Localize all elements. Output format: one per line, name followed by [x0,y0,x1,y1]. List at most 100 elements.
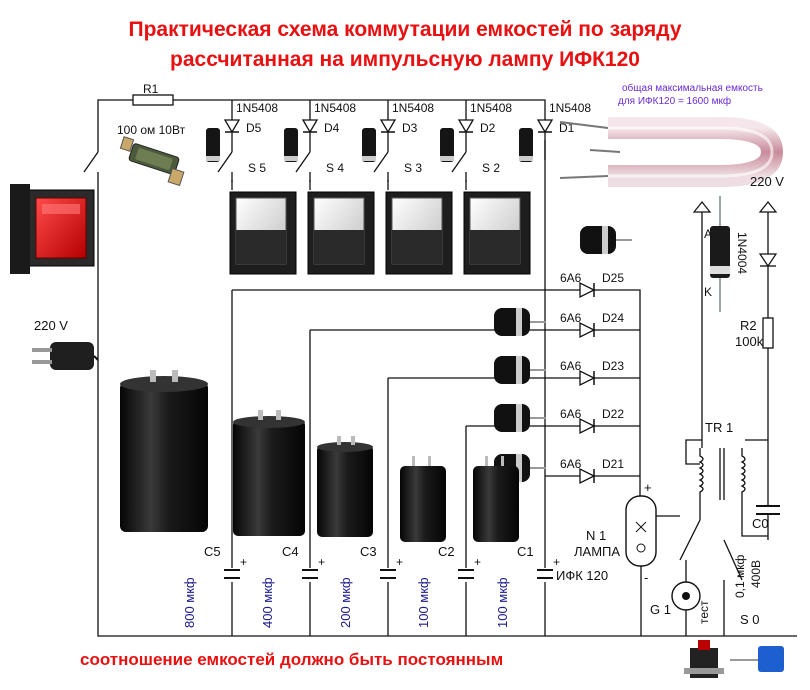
capacitor-value: 800 мкф [182,577,197,628]
charge-diode-band [284,156,298,161]
discharge-diode-3: 6A6 D23 [494,356,624,387]
switch-rocker-lower [392,230,442,264]
resistor-r2-value: 100k [735,334,764,349]
capacitor-name: C5 [204,544,221,559]
charge-diode-name: D3 [402,121,418,135]
title-line1: Практическая схема коммутации емкостей п… [129,18,682,41]
discharge-diode-symbol [579,369,596,387]
discharge-diode-symbol [579,281,596,299]
switch-contact [373,151,389,173]
charge-diode-band [440,156,454,161]
capacitor-value: 200 мкф [338,577,353,628]
g1-symbol [671,560,701,636]
c0-name: C0 [752,516,769,531]
pin-k-label: K [704,285,712,299]
switch-label: S 2 [482,161,500,175]
resistor-r1-photo [119,136,185,187]
discharge-diode-band [602,226,608,254]
charge-diode-symbol [536,119,554,134]
lamp-name: N 1 [586,528,606,543]
resistor-r1-value: 100 ом 10Вт [117,123,186,137]
charge-diode-band [206,156,220,161]
discharge-diode-photo [494,308,530,336]
discharge-diode-photo [580,226,616,254]
capacitor-plus: + [553,555,560,569]
g1-label: G 1 [650,602,671,617]
capacitor-value: 100 мкф [416,577,431,628]
capacitor-plus: + [318,555,325,569]
charge-diode-name: D5 [246,121,262,135]
right-wiring [679,201,780,636]
s0-label: S 0 [740,612,760,627]
charge-diode-photo [519,128,533,162]
resistor-r2-name: R2 [740,318,757,333]
discharge-diode-name: D23 [602,359,624,373]
switch-label: S 3 [404,161,422,175]
charge-diode-symbol [379,119,397,134]
bus-wires [231,140,641,636]
lamp-type: ИФК 120 [556,568,608,583]
switch-rocker-lower [236,230,286,264]
discharge-diode-photo [494,404,530,432]
discharge-diode-type: 6A6 [560,311,582,325]
switch-rocker-lower [470,230,520,264]
charge-diode-band [519,156,533,161]
charge-diode-name: D2 [480,121,496,135]
discharge-diode-band [516,454,522,482]
switch-contact [451,151,467,173]
discharge-diode-band [516,404,522,432]
mains-voltage-right: 220 V [750,174,784,189]
charge-diode-type: 1N5408 [314,101,356,115]
capacitor-photos [120,370,519,542]
pin-a-label: A [704,227,712,241]
diode-1n4004-photo [710,196,730,312]
capacitor-name: C4 [282,544,299,559]
switch-label: S 5 [248,161,266,175]
top-rail-wire [97,99,546,152]
discharge-diode-photo [494,356,530,384]
discharge-diode-band [516,356,522,384]
discharge-diode-name: D24 [602,311,624,325]
switch-contact [295,151,311,173]
switch-label: S 4 [326,161,344,175]
mains-plug-photo [32,342,99,370]
discharge-diode-type: 6A6 [560,359,582,373]
capacitor-plus: + [474,555,481,569]
charge-diode-photo [440,128,454,162]
film-capacitor-photo [730,646,784,672]
flash-tube-photo [559,117,784,187]
capacitor-name: C3 [360,544,377,559]
c0-voltage: 400В [749,560,763,588]
capacitor-name: C1 [517,544,534,559]
discharge-diode-symbol [579,321,596,339]
discharge-diode-name: D22 [602,407,624,421]
left-mains-wire [83,151,797,637]
charge-diode-photo [362,128,376,162]
charge-diode-symbol [301,119,319,134]
lamp-label: ЛАМПА [574,544,620,559]
discharge-diode-2: 6A6 D24 [494,308,624,339]
mains-voltage-left: 220 V [34,318,68,333]
charge-diode-photo [206,128,220,162]
charge-diode-type: 1N5408 [392,101,434,115]
capacitor-c4: + C4 400 мкф [260,544,325,628]
charge-diode-symbol [457,119,475,134]
capacitor-value: 400 мкф [260,577,275,628]
discharge-diode-symbol [579,417,596,435]
footer-note: соотношение емкостей должно быть постоян… [80,650,503,669]
transformer-label: TR 1 [705,420,733,435]
resistor-r1-symbol [132,94,174,106]
